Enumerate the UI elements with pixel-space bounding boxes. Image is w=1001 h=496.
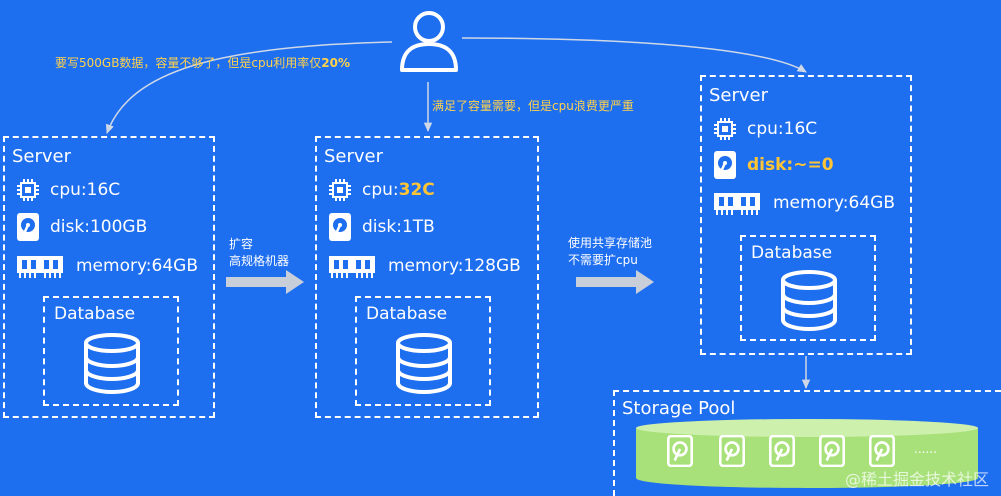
server3-cpu-row: cpu: 16C <box>713 117 817 141</box>
server1-database-box: Database <box>43 296 179 406</box>
arrow1-label: 扩容 高规格机器 <box>229 237 290 268</box>
server3-disk-value: ~=0 <box>793 155 834 175</box>
server2-memory-row: memory: 128GB <box>328 253 521 279</box>
note-capacity-insufficient: 要写500GB数据，容量不够了，但是cpu利用率仅20% <box>55 56 350 70</box>
user-icon <box>398 8 460 74</box>
curve-to-server1 <box>105 41 393 134</box>
server3-title: Server <box>709 85 769 106</box>
server3-memory-row: memory: 64GB <box>713 190 895 216</box>
server1-disk-value: 100GB <box>89 217 148 237</box>
disk-icon <box>713 150 737 180</box>
server2-database-box: Database <box>355 296 491 406</box>
note-cpu-waste: 满足了容量需要，但是cpu浪费更严重 <box>432 99 634 113</box>
server2-database-label: Database <box>366 304 448 324</box>
database-icon <box>83 333 141 395</box>
server3-disk-row: disk: ~=0 <box>713 150 834 180</box>
disk-icon <box>328 212 352 242</box>
cpu-icon <box>16 178 40 202</box>
cpu-icon <box>328 178 352 202</box>
server3-database-box: Database <box>740 235 876 341</box>
cpu-icon <box>713 117 737 141</box>
server1-cpu-row: cpu: 16C <box>16 178 120 202</box>
server3-box: Server cpu: 16C disk: ~=0 memory: 64GB D… <box>700 75 912 355</box>
server3-cpu-value: 16C <box>783 119 818 139</box>
memory-icon <box>16 253 64 279</box>
server1-disk-row: disk: 100GB <box>16 212 147 242</box>
server2-cpu-value: 32C <box>398 180 435 200</box>
watermark: @稀土掘金技术社区 <box>844 470 989 489</box>
pool-disk-icon <box>769 435 795 467</box>
server1-cpu-value: 16C <box>86 180 121 200</box>
database-icon <box>780 270 838 332</box>
memory-icon <box>328 253 376 279</box>
server2-box: Server cpu: 32C disk: 1TB memory: 128GB … <box>315 136 539 418</box>
server2-disk-row: disk: 1TB <box>328 212 435 242</box>
memory-icon <box>713 190 761 216</box>
arrow-right-icon <box>226 270 304 294</box>
arrow2-label: 使用共享存储池 不需要扩cpu <box>568 236 653 267</box>
storage-pool-box: Storage Pool <box>613 390 1001 496</box>
server3-database-label: Database <box>751 243 833 263</box>
server2-memory-value: 128GB <box>463 256 521 276</box>
database-icon <box>395 333 453 395</box>
storage-pool-title: Storage Pool <box>622 398 736 419</box>
server1-box: Server cpu: 16C disk: 100GB memory: 64GB… <box>3 136 215 418</box>
server3-memory-value: 64GB <box>848 193 895 213</box>
pool-disk-icon <box>869 435 895 467</box>
pool-disk-icon <box>819 435 845 467</box>
server1-database-label: Database <box>54 304 136 324</box>
server1-memory-value: 64GB <box>151 256 198 276</box>
disk-icon <box>16 212 40 242</box>
pool-ellipsis: ...... <box>914 442 937 456</box>
pool-disk-icon <box>719 435 745 467</box>
server2-cpu-row: cpu: 32C <box>328 178 435 202</box>
curve-to-server3 <box>461 37 807 73</box>
server2-title: Server <box>324 146 384 167</box>
server2-disk-value: 1TB <box>401 217 435 237</box>
server1-title: Server <box>12 146 72 167</box>
pool-disk-icon <box>667 435 693 467</box>
server1-memory-row: memory: 64GB <box>16 253 198 279</box>
arrow-right-icon <box>576 270 654 294</box>
